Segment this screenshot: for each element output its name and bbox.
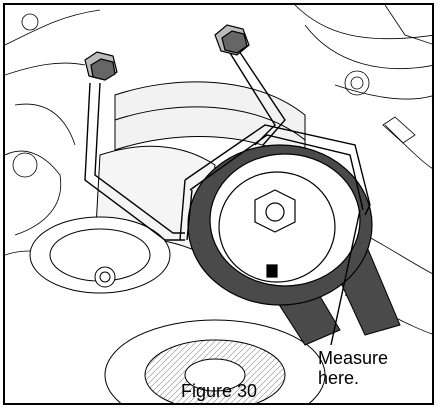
- bolt-right: [214, 24, 250, 56]
- bottom-pulley: [104, 319, 326, 403]
- idler-pulley: [187, 144, 373, 306]
- measure-callout: Measure here.: [318, 348, 388, 388]
- figure-caption: Figure 30: [181, 381, 258, 401]
- callout-line-1: Measure: [318, 348, 389, 368]
- tension-bracket: [84, 44, 371, 241]
- belt-tension-illustration: [5, 5, 432, 403]
- callout-leader-line: [330, 209, 361, 346]
- lower-left-pulley: [29, 216, 171, 294]
- figure-frame: Measure here. Figure 30: [3, 3, 434, 405]
- callout-line-2: here.: [318, 368, 360, 388]
- bolt-left: [84, 51, 118, 81]
